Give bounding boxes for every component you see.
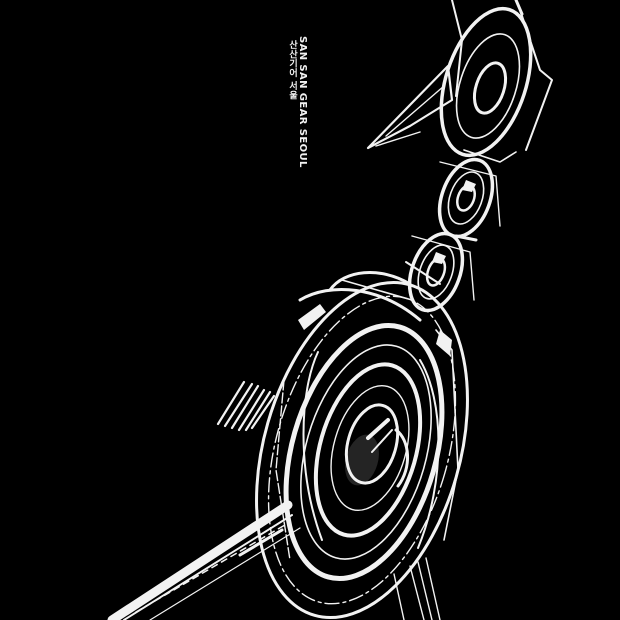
- diagonal-arm: [107, 500, 301, 620]
- hatch-detail: [216, 380, 276, 432]
- brand-caption-vertical: SAN SAN GEAR SEOUL 산산기어 서울: [286, 36, 308, 236]
- small-gear-upper: [437, 157, 501, 242]
- top-gear: [439, 0, 553, 163]
- main-dial: [255, 280, 469, 620]
- dial-tail: [393, 557, 441, 620]
- fin-blade: [366, 64, 454, 150]
- highlight-accents: [298, 180, 476, 486]
- link-collar: [328, 261, 441, 301]
- small-gear-lower: [407, 231, 475, 313]
- brand-caption-korean: 산산기어 서울: [287, 40, 297, 100]
- brand-caption-english: SAN SAN GEAR SEOUL: [297, 36, 308, 168]
